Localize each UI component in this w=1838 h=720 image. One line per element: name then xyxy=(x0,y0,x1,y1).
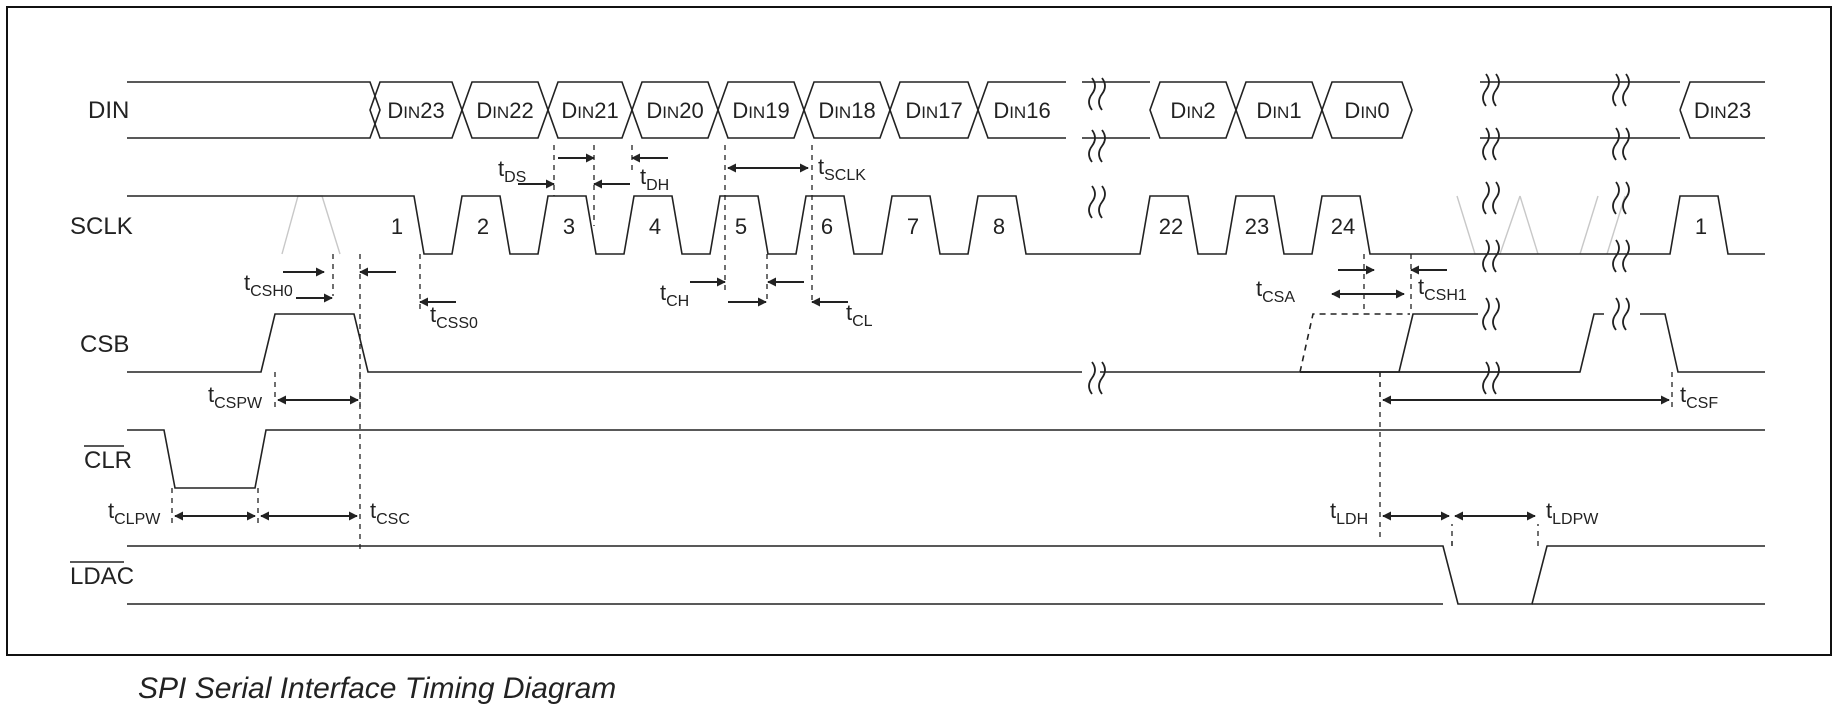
csb-waveform xyxy=(127,313,1765,373)
figure-caption: SPI Serial Interface Timing Diagram xyxy=(138,672,617,705)
tldh-label: tLDH xyxy=(1330,498,1368,528)
clr-label: CLR xyxy=(84,447,132,474)
tldpw-label: tLDPW xyxy=(1546,498,1599,528)
din-bit-label: DIN21 xyxy=(561,98,618,123)
clock-number: 3 xyxy=(563,214,575,239)
sclk-waveform xyxy=(127,195,1765,255)
tcss0-label: tCSS0 xyxy=(430,302,478,332)
din-bit-cell xyxy=(977,81,1066,139)
din-bit-label: DIN19 xyxy=(732,98,789,123)
tch-label: tCH xyxy=(660,280,689,310)
tcspw-label: tCSPW xyxy=(208,382,263,412)
din-bit-label: DIN23 xyxy=(387,98,444,123)
clr-waveform xyxy=(127,429,1765,489)
clock-number: 4 xyxy=(649,214,661,239)
din-bit-cells xyxy=(369,81,1765,139)
break-marks xyxy=(1088,73,1630,395)
ldac-waveform xyxy=(127,545,1765,605)
clock-number: 22 xyxy=(1159,214,1183,239)
clock-number: 1 xyxy=(1695,214,1707,239)
din-bit-cell xyxy=(1679,81,1765,139)
din-bit-cell xyxy=(1321,81,1413,139)
din-bit-label: DIN18 xyxy=(818,98,875,123)
din-bit-label: DIN0 xyxy=(1344,98,1389,123)
ldac-label: LDAC xyxy=(70,563,134,590)
clock-number: 7 xyxy=(907,214,919,239)
reference-lines xyxy=(171,145,1673,550)
diagram-frame xyxy=(6,6,1832,656)
timing-arrows xyxy=(174,153,1670,521)
clock-number: 1 xyxy=(391,214,403,239)
clock-number: 2 xyxy=(477,214,489,239)
tdh-label: tDH xyxy=(640,164,669,194)
tcsc-label: tCSC xyxy=(370,498,410,528)
clock-number: 6 xyxy=(821,214,833,239)
tcl-label: tCL xyxy=(846,300,873,330)
tclpw-label: tCLPW xyxy=(108,498,161,528)
tcsa-label: tCSA xyxy=(1256,276,1295,306)
clock-number: 24 xyxy=(1331,214,1355,239)
tcsh1-label: tCSH1 xyxy=(1418,274,1467,304)
clock-number: 23 xyxy=(1245,214,1269,239)
sclk-label: SCLK xyxy=(70,213,133,240)
csb-dashed-alt xyxy=(1299,313,1410,373)
signal-labels: DIN SCLK CSB CLR LDAC xyxy=(70,97,134,590)
clock-number: 8 xyxy=(993,214,1005,239)
din-bit-label: DIN20 xyxy=(646,98,703,123)
csb-label: CSB xyxy=(80,331,129,358)
din-bit-labels: DIN23 DIN22 DIN21 DIN20 DIN19 DIN18 DIN17 DIN16… xyxy=(387,98,1751,123)
tds-label: tDS xyxy=(498,156,526,186)
tcsh0-label: tCSH0 xyxy=(244,270,293,300)
din-bit-label: DIN1 xyxy=(1256,98,1301,123)
din-label: DIN xyxy=(88,97,129,124)
din-bit-label: DIN17 xyxy=(905,98,962,123)
din-waveform xyxy=(127,81,1680,139)
din-bit-label: DIN23 xyxy=(1694,98,1751,123)
din-bit-label: DIN16 xyxy=(993,98,1050,123)
din-bit-label: DIN2 xyxy=(1170,98,1215,123)
clock-number: 5 xyxy=(735,214,747,239)
timing-labels: tDS tDH tSCLK tCSH0 tCSS0 tCH tCL tCSA t… xyxy=(108,154,1718,528)
tsclk-label: tSCLK xyxy=(818,154,866,184)
tcsf-label: tCSF xyxy=(1680,382,1718,412)
din-bit-label: DIN22 xyxy=(476,98,533,123)
